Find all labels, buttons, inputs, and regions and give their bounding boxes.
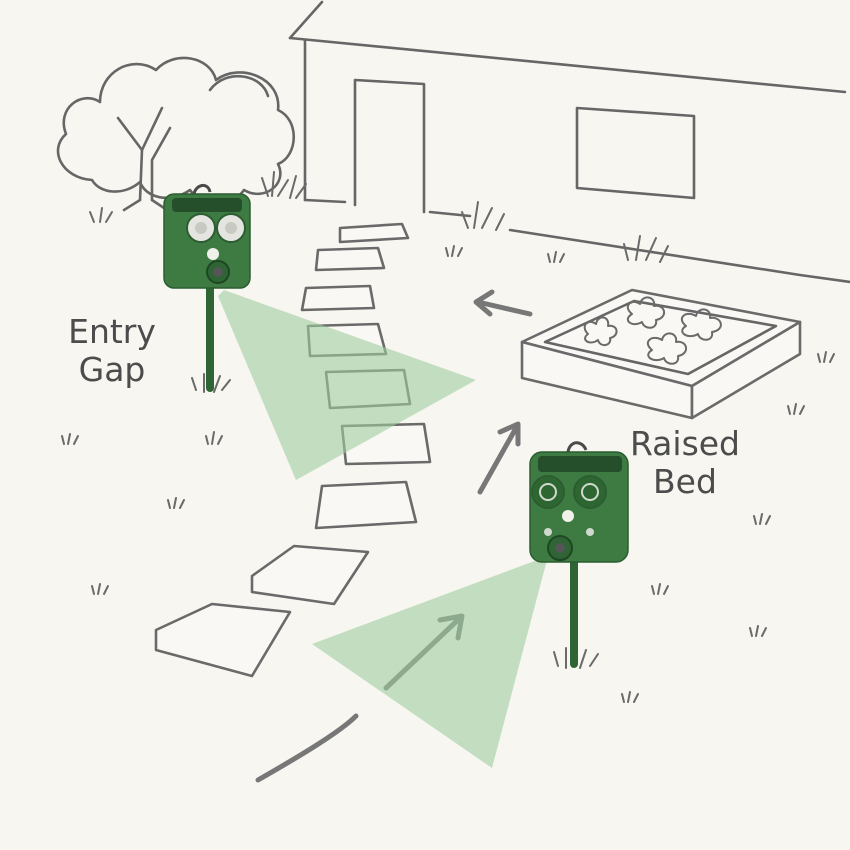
entry-gap-label-line-1: Entry	[68, 312, 156, 351]
raised-bed-label-line-2: Bed	[653, 462, 717, 501]
raised-bed-label-line-1: Raised	[629, 424, 741, 463]
raised-bed-label: Raised Bed	[610, 425, 760, 501]
grass-tufts	[61, 171, 835, 703]
house-icon	[288, 0, 850, 284]
left-detection-beam	[218, 290, 476, 480]
tree-icon	[56, 56, 296, 214]
right-detection-beam	[312, 556, 548, 768]
raised-garden-bed	[520, 288, 802, 420]
entry-gap-label-line-2: Gap	[78, 350, 146, 389]
entry-gap-label: Entry Gap	[52, 313, 172, 389]
plant-icons	[583, 296, 722, 365]
right-repeller-icon	[529, 441, 629, 669]
left-repeller-icon	[163, 184, 251, 393]
